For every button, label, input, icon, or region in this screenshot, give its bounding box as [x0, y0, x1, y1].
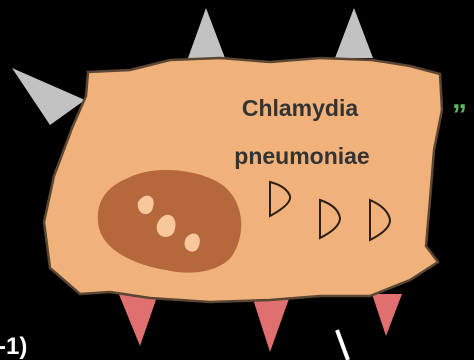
gray-spike-icon [188, 8, 225, 58]
cell-title-line2: pneumoniae [234, 143, 369, 169]
left-bottom-fragment: -1) [0, 333, 27, 360]
cell-title-line1: Chlamydia [242, 95, 359, 121]
pink-spike-icon [252, 296, 290, 352]
pink-spike-icon [118, 292, 158, 346]
gray-spike-icon [12, 68, 85, 125]
slash-fragment [337, 330, 348, 360]
right-top-quote: „ [452, 82, 467, 115]
pink-spike-icon [372, 294, 402, 336]
gray-spike-icon [335, 8, 373, 58]
